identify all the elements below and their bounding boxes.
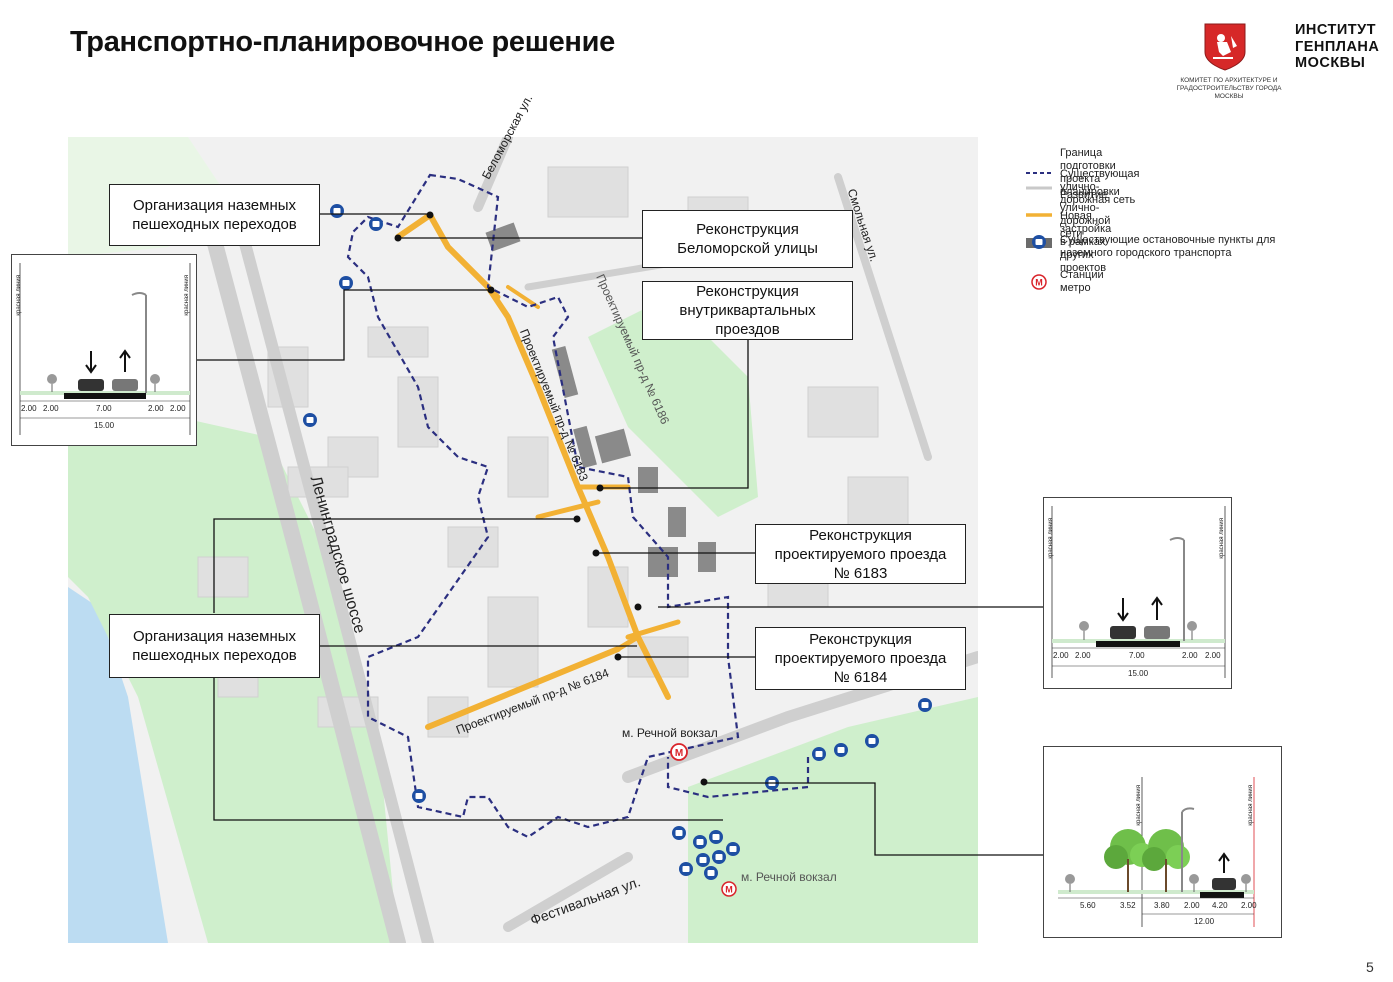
institute-logo: ИНСТИТУТ ГЕНПЛАНА МОСКВЫ	[1295, 22, 1379, 72]
section-a-red-line-left: красная линия	[16, 275, 22, 316]
river-water	[68, 587, 168, 943]
section-b-width-5: 2.00	[1205, 651, 1221, 660]
section-b-red-line-right: красная линия	[1219, 518, 1225, 559]
metro-station-label-1: м. Речной вокзал	[622, 726, 718, 740]
committee-label: КОМИТЕТ ПО АРХИТЕКТУРЕ И ГРАДОСТРОИТЕЛЬС…	[1176, 77, 1282, 100]
legend-new-building: Новая застройка в рамках других проектов	[1026, 210, 1111, 275]
dashed-boundary-icon	[1026, 172, 1052, 174]
section-b-drawing	[1051, 506, 1226, 678]
section-c-drawing	[1058, 777, 1255, 927]
section-b-width-4: 2.00	[1182, 651, 1198, 660]
section-a-width-2: 2.00	[43, 404, 59, 413]
bus-stop-icon	[1032, 235, 1046, 249]
section-b-total: 15.00	[1128, 669, 1149, 678]
street-section-a: красная линия красная линия 2.00 2.00 7.…	[11, 254, 197, 446]
institute-line-2: ГЕНПЛАНА	[1295, 38, 1380, 55]
institute-line-1: ИНСТИТУТ	[1295, 22, 1377, 38]
callout-proezd-6183: Реконструкция проектируемого проезда № 6…	[755, 524, 966, 584]
street-section-c: красная линия красная линия 5.60 3.52 3.…	[1043, 746, 1282, 938]
svg-text:М: М	[675, 748, 683, 759]
section-a-width-3: 7.00	[96, 404, 112, 413]
section-a-drawing	[19, 263, 191, 435]
section-c-total: 12.00	[1194, 917, 1215, 926]
legend-metro: М Станции метро	[1026, 269, 1104, 295]
section-b-width-2: 2.00	[1075, 651, 1091, 660]
street-section-b: красная линия красная линия 2.00 2.00 7.…	[1043, 497, 1232, 689]
metro-station-label-2: м. Речной вокзал	[741, 870, 837, 884]
section-c-width-1: 5.60	[1080, 901, 1096, 910]
callout-crossings-bottom: Организация наземных пешеходных переходо…	[109, 614, 320, 678]
metro-icon: М	[1031, 274, 1047, 290]
callout-belomorskaya: Реконструкция Беломорской улицы	[642, 210, 853, 268]
section-c-width-5: 4.20	[1212, 901, 1228, 910]
page-number: 5	[1366, 959, 1374, 975]
existing-road-icon	[1026, 186, 1052, 189]
road-development-icon	[1026, 213, 1052, 217]
section-b-width-1: 2.00	[1053, 651, 1069, 660]
section-a-width-1: 2.00	[21, 404, 37, 413]
section-a-total: 15.00	[94, 421, 115, 430]
tree-icon	[1104, 829, 1190, 892]
section-c-width-2: 3.52	[1120, 901, 1136, 910]
section-c-width-4: 2.00	[1184, 901, 1200, 910]
section-a-width-5: 2.00	[170, 404, 186, 413]
callout-crossings-top: Организация наземных пешеходных переходо…	[109, 184, 320, 246]
section-b-width-3: 7.00	[1129, 651, 1145, 660]
section-c-width-3: 3.80	[1154, 901, 1170, 910]
section-a-red-line-right: красная линия	[184, 275, 190, 316]
callout-proezd-6184: Реконструкция проектируемого проезда № 6…	[755, 627, 966, 690]
legend-existing-road: Существующая улично-дорожная сеть	[1026, 168, 1140, 207]
legend-boundary: Граница подготовки проекта планировки	[1026, 147, 1120, 199]
moscow-emblem-icon	[1204, 23, 1246, 71]
section-a-width-4: 2.00	[148, 404, 164, 413]
legend-road-development: Развитие улично-дорожной сети	[1026, 189, 1110, 241]
legend-bus-stop: Существующие остановочные пункты для наз…	[1026, 234, 1310, 260]
page-title: Транспортно-планировочное решение	[70, 26, 615, 58]
section-c-width-6: 2.00	[1241, 901, 1257, 910]
institute-line-3: МОСКВЫ	[1295, 55, 1366, 71]
section-c-red-line-left: красная линия	[1136, 785, 1142, 826]
svg-text:М: М	[725, 885, 733, 895]
callout-intra-block: Реконструкция внутриквартальных проездов	[642, 281, 853, 340]
svg-text:М: М	[1035, 278, 1043, 288]
section-c-red-line-right: красная линия	[1248, 785, 1254, 826]
section-b-red-line-left: красная линия	[1048, 518, 1054, 559]
